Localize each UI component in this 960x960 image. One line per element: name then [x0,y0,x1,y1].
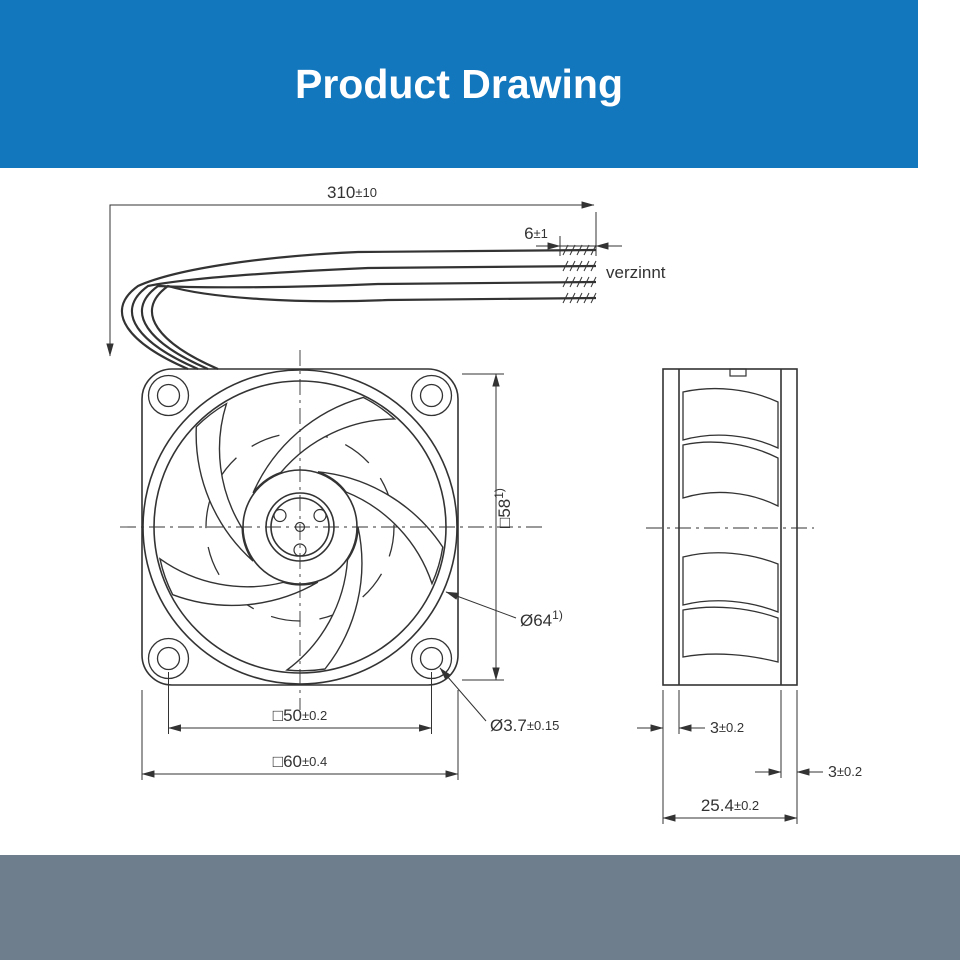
dim-impeller-diameter-text: Ø641) [520,608,563,630]
dim-frame-depth: 25.4±0.2 [662,690,798,824]
dim-frame-size-text: □60±0.4 [273,752,327,771]
dim-tinned-length-text: 6±1 [524,224,548,243]
dim-venturi-size: □581) [462,373,514,681]
dim-mounting-hole-diameter: Ø3.7±0.15 [439,667,559,735]
wire [130,264,597,371]
lead-wires [120,244,597,371]
fan-blades [158,373,457,672]
dim-wire-length-text: 310±10 [327,183,377,202]
tinned-ends-hatching [562,244,597,304]
wire [150,284,597,371]
dim-front-flange-text: 3±0.2 [710,720,744,737]
footer-band [0,855,960,960]
tinned-finish-label: verzinnt [606,263,666,282]
mounting-holes [156,383,444,671]
dim-frame-depth-text: 25.4±0.2 [701,796,759,815]
label-notch [729,368,747,377]
center-lines [120,350,814,710]
dim-mounting-hole-pitch: □50±0.2 [167,672,433,734]
dim-venturi-size-text: □581) [492,488,514,528]
side-blades [682,387,779,663]
dim-wire-length: 310±10 [106,183,597,357]
dim-rear-flange: 3±0.2 [755,690,862,781]
hub-holes [273,508,327,557]
dimension-annotations: 310±10 6±1 verzinnt □581) Ø641) Ø3.7±0.1… [106,183,862,824]
dim-mounting-hole-pitch-text: □50±0.2 [273,706,327,725]
dim-front-flange: 3±0.2 [637,690,744,737]
dim-frame-size: □60±0.4 [141,690,459,780]
header-band: Product Drawing [0,0,918,168]
page-title: Product Drawing [294,60,624,107]
dim-impeller-diameter: Ø641) [445,591,563,630]
side-view [662,368,798,686]
dim-tinned-length: 6±1 verzinnt [524,224,666,282]
dim-rear-flange-text: 3±0.2 [828,764,862,781]
dim-mounting-hole-diameter-text: Ø3.7±0.15 [490,716,559,735]
